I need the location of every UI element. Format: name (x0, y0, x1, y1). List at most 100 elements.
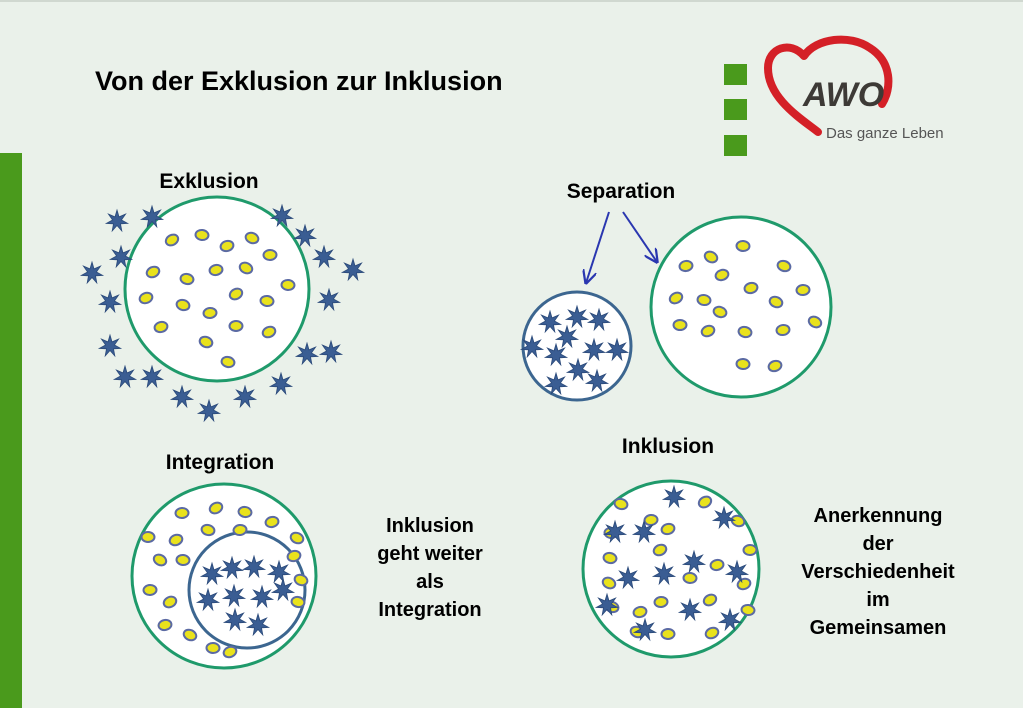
yellow-dot (696, 293, 712, 307)
yellow-dot (712, 305, 728, 319)
yellow-dot (743, 281, 759, 295)
yellow-dot (208, 263, 224, 277)
yellow-dot (737, 325, 753, 339)
yellow-dot (660, 627, 676, 641)
blue-star (221, 583, 247, 608)
yellow-dot (208, 501, 224, 515)
blue-star (724, 559, 750, 584)
awo-logo: AWO Das ganze Leben (724, 35, 944, 156)
yellow-dot (740, 603, 756, 617)
yellow-dot (735, 239, 751, 253)
yellow-dot (704, 626, 720, 640)
yellow-dot (232, 523, 248, 537)
yellow-dot (678, 259, 694, 273)
yellow-dot (703, 250, 719, 264)
blue-star (139, 364, 165, 389)
blue-star (651, 561, 677, 586)
caption-integration-line: als (416, 571, 444, 593)
yellow-dot (182, 628, 198, 642)
blue-star (564, 304, 590, 329)
yellow-dot (174, 506, 190, 520)
caption-integration-line: Inklusion (386, 515, 474, 537)
yellow-dot (152, 553, 168, 567)
caption-inklusion-line: Verschiedenheit (801, 561, 955, 583)
yellow-dot (289, 531, 305, 545)
yellow-dot (198, 335, 214, 349)
yellow-dot (700, 324, 716, 338)
blue-star (316, 287, 342, 312)
blue-star (631, 519, 657, 544)
label-exklusion: Exklusion (159, 170, 259, 193)
yellow-dot (776, 259, 792, 273)
blue-star (139, 204, 165, 229)
blue-star (249, 584, 275, 609)
logo-tagline: Das ganze Leben (826, 125, 944, 142)
logo-brand: AWO (802, 76, 884, 114)
blue-star (543, 342, 569, 367)
yellow-dot (140, 530, 156, 544)
blue-star (219, 555, 245, 580)
yellow-dot (768, 295, 784, 309)
blue-star (340, 257, 366, 282)
yellow-dot (742, 543, 758, 557)
yellow-dot (145, 265, 161, 279)
blue-star (292, 223, 318, 248)
blue-star (195, 587, 221, 612)
yellow-dot (653, 595, 669, 609)
exklusion-circle (123, 195, 311, 383)
blue-star (79, 260, 105, 285)
blue-star (269, 203, 295, 228)
yellow-dot (237, 505, 253, 519)
caption-inklusion-line: Gemeinsamen (809, 617, 947, 639)
arrow-to-small (586, 211, 610, 283)
yellow-dot (219, 239, 235, 253)
yellow-dot (157, 618, 173, 632)
blue-star (604, 337, 630, 362)
blue-star (677, 597, 703, 622)
blue-star (681, 549, 707, 574)
yellow-dot (175, 553, 191, 567)
caption-inklusion-line: im (866, 589, 890, 611)
blue-star (97, 289, 123, 314)
yellow-dot (702, 593, 718, 607)
blue-star (199, 561, 225, 586)
yellow-dot (293, 573, 309, 587)
heart-icon (764, 35, 893, 136)
yellow-dot (775, 323, 791, 337)
caption-integration-line: geht weiter (377, 543, 483, 565)
yellow-dot (264, 515, 280, 529)
yellow-dot (220, 355, 236, 369)
blue-star (241, 554, 267, 579)
blue-star (594, 592, 620, 617)
blue-star (232, 384, 258, 409)
blue-star (554, 324, 580, 349)
yellow-dot (613, 497, 629, 511)
yellow-dot (767, 359, 783, 373)
label-separation: Separation (566, 180, 676, 203)
yellow-dot (244, 231, 260, 245)
yellow-dot (807, 315, 823, 329)
yellow-dot (660, 522, 676, 536)
blue-star (266, 559, 292, 584)
yellow-dot (697, 495, 713, 509)
yellow-dot (153, 320, 169, 334)
yellow-dot (668, 291, 684, 305)
yellow-dot (259, 294, 275, 308)
arrow-to-large (622, 211, 657, 262)
blue-star (196, 398, 222, 423)
blue-star (586, 307, 612, 332)
yellow-dot (262, 248, 278, 262)
yellow-dot (601, 576, 617, 590)
yellow-dot (222, 645, 238, 659)
logo-square (724, 135, 747, 156)
logo-square (724, 64, 747, 85)
integration-inner-circle (187, 530, 307, 650)
yellow-dot (714, 268, 730, 282)
label-inklusion: Inklusion (621, 435, 715, 458)
blue-star (537, 309, 563, 334)
accent-side-bar (0, 153, 22, 708)
blue-star (543, 371, 569, 396)
blue-star (268, 371, 294, 396)
blue-star (222, 607, 248, 632)
